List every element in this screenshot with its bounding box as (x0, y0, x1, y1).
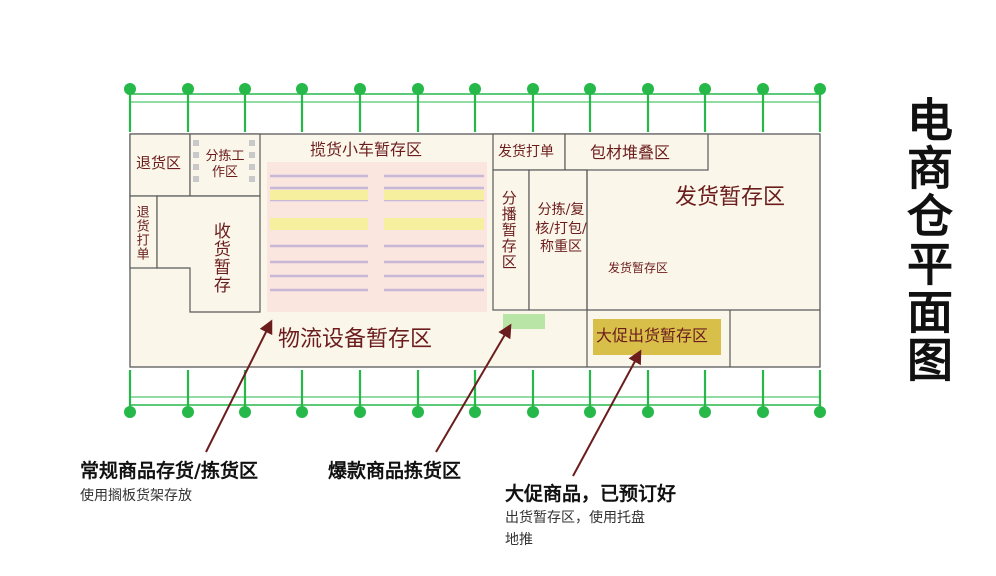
zone-logistics-equipment: 物流设备暂存区 (278, 327, 433, 352)
zone-shipping-print: 发货打单 (498, 144, 554, 160)
arrow-regular-pick (205, 319, 273, 453)
arrow-promo (572, 349, 642, 477)
grid-node-top (182, 83, 194, 95)
zone-packaging-stack: 包材堆叠区 (590, 143, 671, 162)
promo-zone (593, 319, 721, 355)
shelf-highlight (270, 190, 368, 200)
grid-node-bottom (757, 406, 769, 418)
hot-pick-zone (503, 314, 545, 329)
caption-regular-desc: 使用搁板货架存放 (80, 488, 192, 504)
zone-shipping-staging-large: 发货暂存区 (675, 185, 786, 210)
shipping-print-room (492, 133, 566, 171)
sorting-station-dots (193, 140, 255, 182)
distribution-staging-room (492, 169, 530, 311)
shelf-highlight (384, 190, 484, 200)
grid-node-top (584, 83, 596, 95)
grid-node-top (699, 83, 711, 95)
zone-promo-staging: 大促出货暂存区 (596, 326, 709, 345)
grid-node-top (527, 83, 539, 95)
grid-node-bottom (182, 406, 194, 418)
sort-check-pack-room (528, 169, 588, 311)
grid-node-top (124, 83, 136, 95)
arrow-hot-pick (435, 323, 512, 453)
zone-returns: 退货区 (136, 154, 182, 172)
return-slip-room (129, 195, 158, 269)
zone-cart-staging: 揽货小车暂存区 (310, 140, 423, 159)
grid-node-bottom (814, 406, 826, 418)
grid-node-top (757, 83, 769, 95)
caption-regular-title: 常规商品存货/拣货区 (80, 460, 258, 482)
zone-distribution-staging: 分播暂存区 (499, 190, 518, 270)
grid-node-bottom (239, 406, 251, 418)
shelf-highlight (270, 218, 368, 230)
sorting-station-room (189, 133, 261, 197)
receiving-staging-room (156, 195, 261, 313)
grid-node-top (296, 83, 308, 95)
zone-shipping-staging-small: 发货暂存区 (608, 261, 669, 275)
grid-node-bottom (527, 406, 539, 418)
caption-promo-title: 大促商品，已预订好 (505, 483, 677, 505)
grid-node-top (642, 83, 654, 95)
grid-node-bottom (699, 406, 711, 418)
shelf-rows (270, 174, 484, 292)
grid-node-bottom (296, 406, 308, 418)
caption-promo-desc: 出货暂存区，使用托盘地推 (505, 510, 645, 548)
grid-node-top (239, 83, 251, 95)
grid-node-bottom (412, 406, 424, 418)
shelf-highlight (384, 218, 484, 230)
grid-node-top (354, 83, 366, 95)
diagram-title: 电商仓平面图 (900, 96, 954, 384)
packaging-stack-room (564, 133, 709, 171)
grid-node-bottom (642, 406, 654, 418)
caption-hot-title: 爆款商品拣货区 (328, 460, 462, 482)
returns-room (129, 133, 191, 197)
zone-return-slip: 退货打单 (133, 205, 149, 261)
grid-node-bottom (469, 406, 481, 418)
zone-sorting-station: 分拣工作区 (205, 149, 245, 181)
column-grid (124, 83, 826, 418)
zone-receiving-staging: 收货暂存 (209, 222, 230, 294)
grid-node-top (469, 83, 481, 95)
grid-node-top (814, 83, 826, 95)
zone-sort-check-pack: 分拣/复核/打包/称重区 (535, 202, 587, 256)
grid-node-top (412, 83, 424, 95)
grid-node-bottom (124, 406, 136, 418)
grid-node-bottom (584, 406, 596, 418)
grid-node-bottom (354, 406, 366, 418)
